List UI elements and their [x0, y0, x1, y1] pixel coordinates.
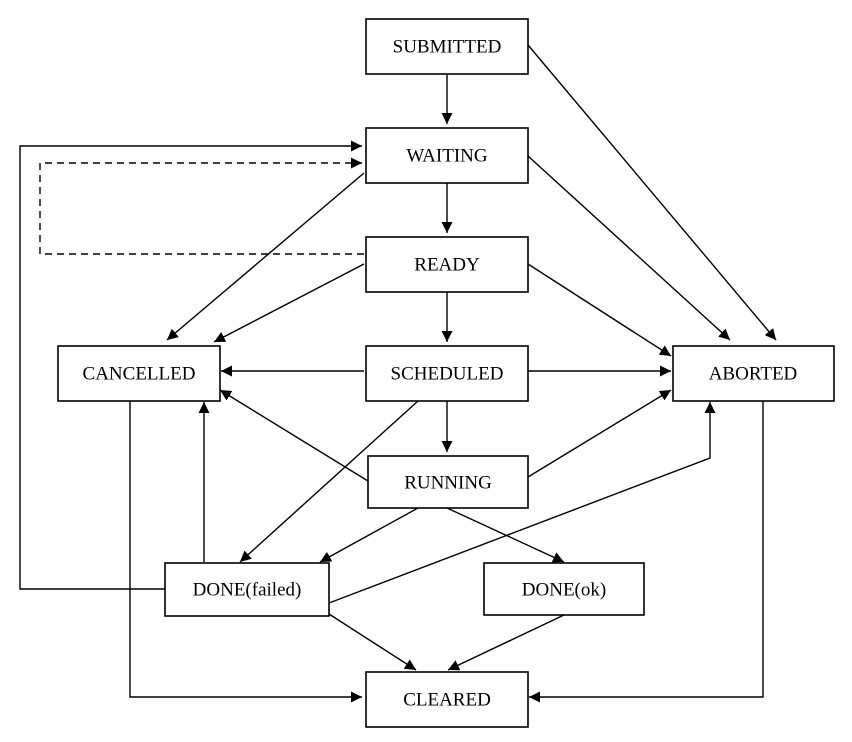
- node-cancelled-label: CANCELLED: [83, 364, 196, 385]
- node-aborted: ABORTED: [672, 345, 835, 402]
- nodes: SUBMITTED WAITING READY SCHEDULED RUNNIN…: [57, 18, 835, 728]
- node-submitted-label: SUBMITTED: [393, 37, 502, 58]
- node-cleared-label: CLEARED: [403, 690, 491, 711]
- node-scheduled-label: SCHEDULED: [391, 364, 504, 385]
- edge-running-to-cancelled: [219, 389, 369, 482]
- edge-running-to-done-ok: [446, 507, 565, 563]
- node-done-failed: DONE(failed): [164, 562, 330, 617]
- node-ready: READY: [365, 236, 529, 293]
- edges: [19, 44, 777, 703]
- node-aborted-label: ABORTED: [709, 364, 798, 385]
- edge-ready-to-waiting: [39, 157, 364, 255]
- edge-done-failed-to-aborted: [328, 402, 716, 604]
- node-waiting-label: WAITING: [406, 146, 488, 167]
- node-scheduled: SCHEDULED: [365, 345, 529, 402]
- node-done-ok-label: DONE(ok): [522, 580, 606, 601]
- node-waiting: WAITING: [365, 127, 529, 184]
- node-done-ok: DONE(ok): [483, 562, 645, 616]
- edge-ready-to-aborted: [527, 263, 672, 357]
- edge-scheduled-to-done-failed: [239, 400, 419, 563]
- edge-waiting-to-cancelled: [166, 172, 365, 341]
- edge-running-to-done-failed: [319, 507, 419, 563]
- edge-ready-to-cancelled: [213, 263, 365, 343]
- node-running: RUNNING: [367, 455, 529, 509]
- node-cleared: CLEARED: [365, 671, 529, 728]
- node-done-failed-label: DONE(failed): [193, 580, 302, 601]
- node-submitted: SUBMITTED: [365, 18, 529, 75]
- edge-aborted-to-cleared: [529, 400, 764, 703]
- edge-done-failed-to-waiting: [19, 140, 362, 590]
- node-ready-label: READY: [414, 255, 480, 276]
- edge-done-failed-to-cleared: [328, 613, 417, 671]
- node-running-label: RUNNING: [404, 473, 492, 494]
- edge-cancelled-to-cleared: [129, 400, 362, 703]
- edge-done-ok-to-cleared: [447, 614, 565, 671]
- edge-running-to-aborted: [527, 389, 672, 478]
- edge-waiting-to-aborted: [527, 155, 731, 341]
- node-cancelled: CANCELLED: [57, 345, 221, 402]
- edge-submitted-to-aborted: [527, 44, 777, 341]
